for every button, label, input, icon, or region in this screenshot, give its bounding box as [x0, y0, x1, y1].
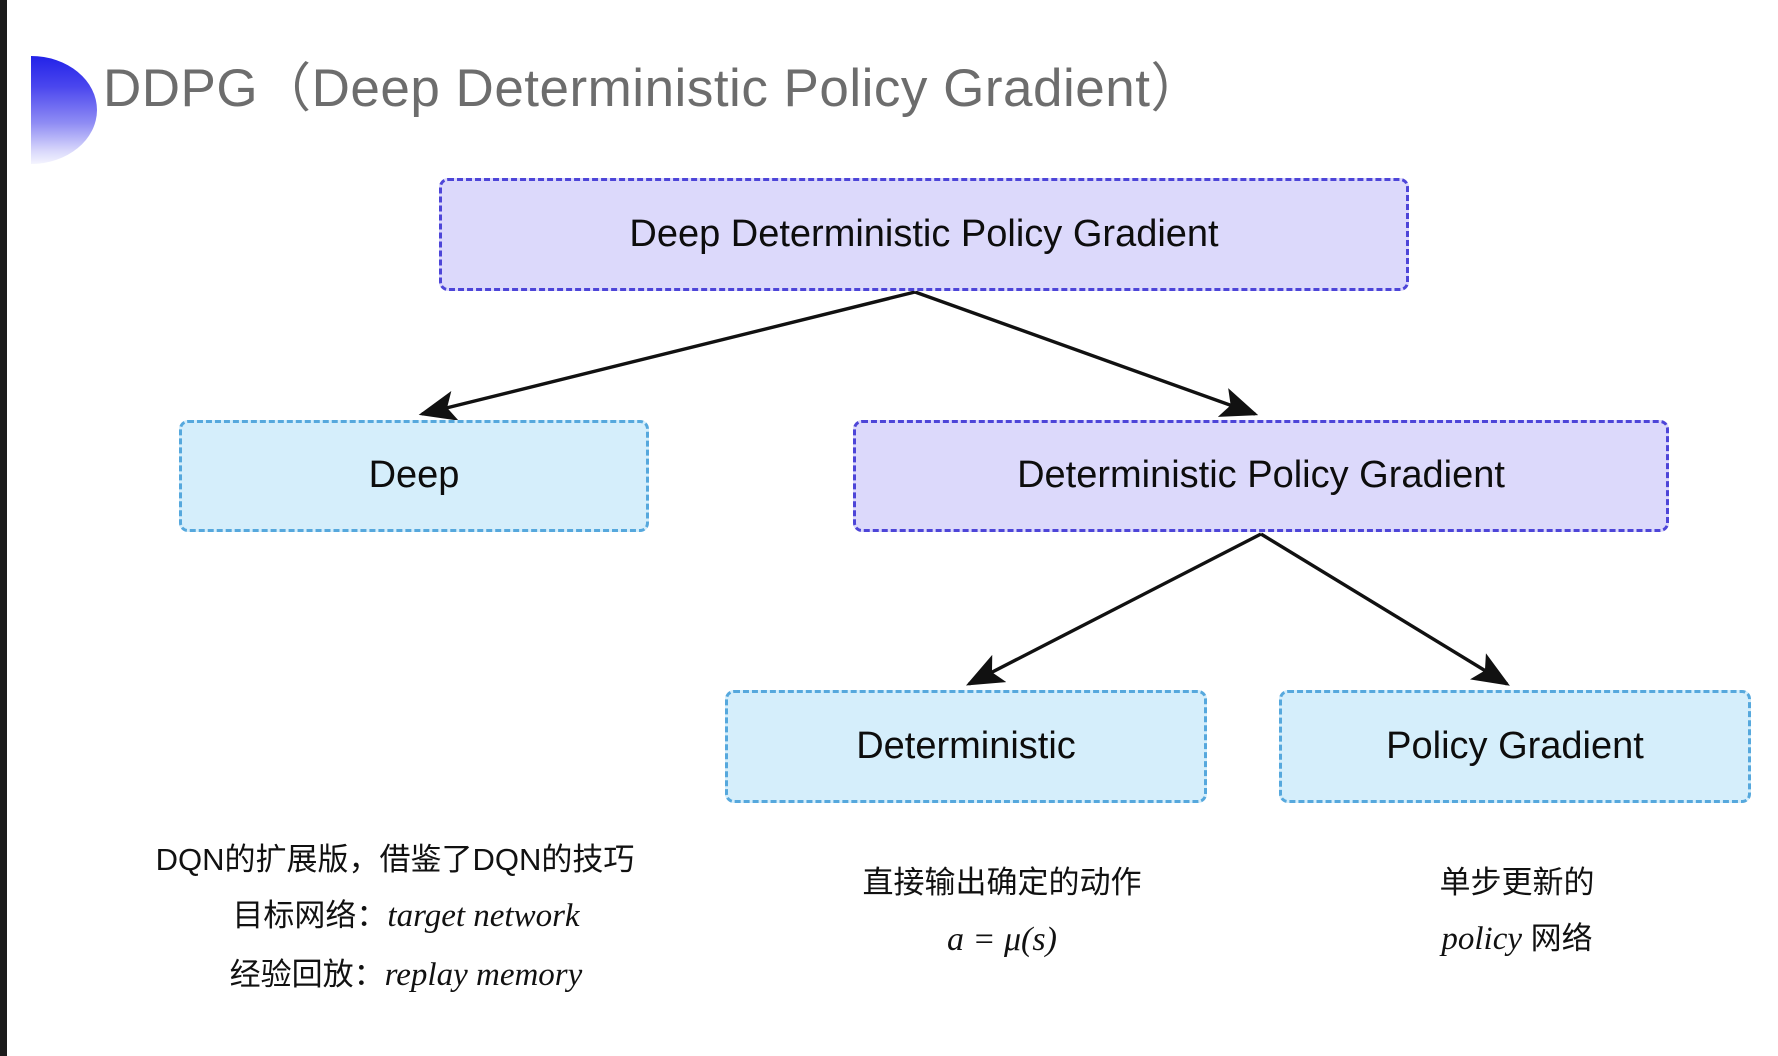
caption-deterministic-line1: 直接输出确定的动作 [862, 865, 1142, 900]
caption-deep-line2-term: target network [387, 898, 580, 935]
caption-deep-line3-term: replay memory [384, 956, 583, 993]
edge-root-to-dpg [914, 290, 1259, 417]
title-bullet-decoration [31, 56, 97, 164]
caption-deep-line3-label: 经验回放： [229, 956, 385, 992]
node-deep[interactable]: Deep [179, 420, 649, 532]
caption-deep: DQN的扩展版，借鉴了DQN的技巧 目标网络：target network 经验… [125, 832, 665, 1005]
edge-dpg-to-policy-gradient [1260, 532, 1510, 686]
edge-root-to-deep [418, 290, 916, 421]
caption-policy-gradient-line2: policy 网络 [1317, 910, 1717, 969]
caption-policy-gradient-suffix: 网络 [1522, 921, 1593, 957]
caption-deep-line3: 经验回放：replay memory [125, 946, 665, 1005]
caption-deep-line1: DQN的扩展版，借鉴了DQN的技巧 [155, 842, 635, 877]
caption-policy-gradient-line1: 单步更新的 [1439, 865, 1595, 900]
caption-deterministic-formula: a = μ(s) [947, 921, 1057, 959]
edge-dpg-to-deterministic [965, 532, 1262, 686]
caption-policy-gradient: 单步更新的 policy 网络 [1317, 855, 1717, 969]
caption-deep-line2: 目标网络：target network [125, 887, 665, 946]
node-deterministic[interactable]: Deterministic [725, 690, 1207, 803]
caption-deep-line2-label: 目标网络： [232, 898, 388, 934]
caption-deterministic: 直接输出确定的动作 a = μ(s) [767, 855, 1237, 971]
node-deterministic-policy-gradient[interactable]: Deterministic Policy Gradient [853, 420, 1669, 532]
node-policy-gradient[interactable]: Policy Gradient [1279, 690, 1751, 803]
page-title: DDPG（Deep Deterministic Policy Gradient） [103, 59, 1204, 118]
node-deep-deterministic-policy-gradient[interactable]: Deep Deterministic Policy Gradient [439, 178, 1409, 291]
caption-policy-gradient-term: policy [1441, 921, 1522, 958]
